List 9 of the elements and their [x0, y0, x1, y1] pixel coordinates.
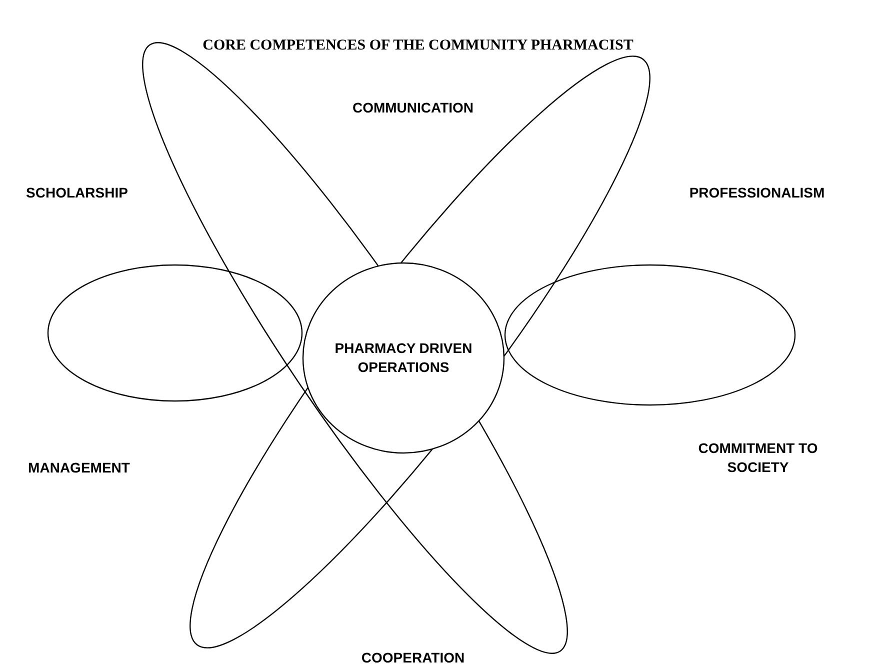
center-circle	[302, 262, 505, 454]
diagram-title: CORE COMPETENCES OF THE COMMUNITY PHARMACIST	[202, 38, 634, 54]
competence-label: PROFESSIONALISM	[689, 184, 825, 202]
center-text: PHARMACY DRIVEN OPERATIONS	[334, 339, 474, 377]
competence-label: COMMITMENT TO SOCIETY	[697, 439, 819, 477]
competence-label: COOPERATION	[361, 648, 465, 668]
competence-label: SCHOLARSHIP	[26, 184, 128, 202]
competence-label: MANAGEMENT	[28, 458, 130, 478]
competence-label: COMMUNICATION	[352, 98, 474, 118]
